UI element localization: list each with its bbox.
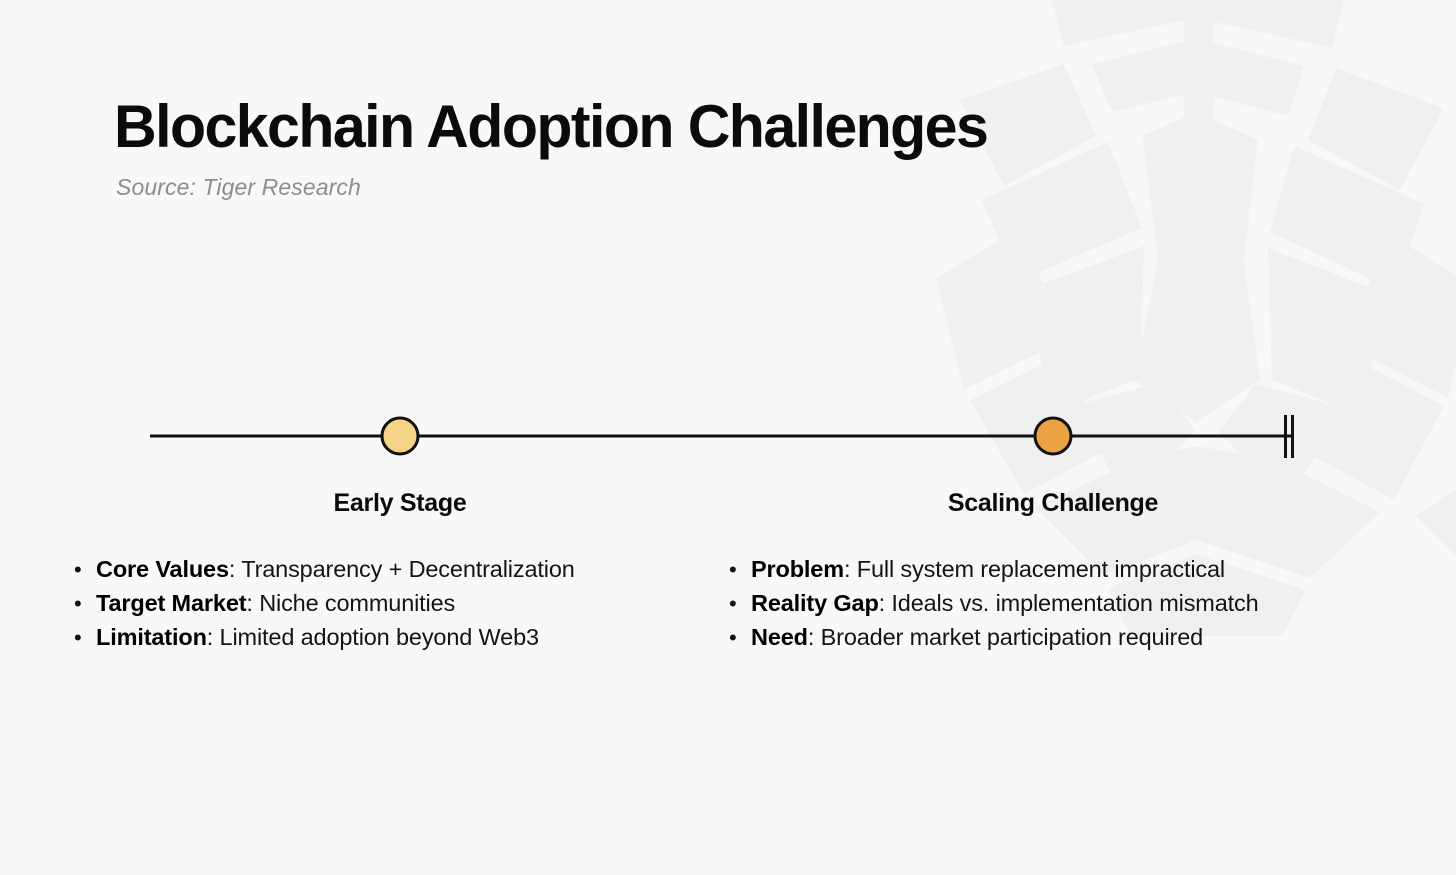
bullet-column-early-stage: • Core Values: Transparency + Decentrali… <box>74 556 575 658</box>
marker-scaling-challenge <box>1033 416 1073 456</box>
bullet-dot-icon: • <box>729 591 737 616</box>
bullet-text: Need: Broader market participation requi… <box>751 624 1203 650</box>
page-title: Blockchain Adoption Challenges <box>114 93 989 160</box>
bullet-detail: Broader market participation required <box>820 624 1204 650</box>
bullet-dot-icon: • <box>74 557 82 582</box>
bullet-detail: Niche communities <box>259 590 456 616</box>
bullet-term: Reality Gap <box>751 590 879 616</box>
bullet-separator: : <box>807 624 821 650</box>
list-item: • Problem: Full system replacement impra… <box>729 556 1259 583</box>
page-subtitle-source: Source: Tiger Research <box>116 174 361 201</box>
list-item: • Need: Broader market participation req… <box>729 624 1259 651</box>
bullet-term: Problem <box>751 556 844 582</box>
bullet-text: Reality Gap: Ideals vs. implementation m… <box>751 590 1259 616</box>
bullet-separator: : <box>246 590 260 616</box>
bullet-separator: : <box>206 624 220 650</box>
bullet-term: Target Market <box>96 590 247 616</box>
bullet-text: Limitation: Limited adoption beyond Web3 <box>96 624 539 650</box>
bullet-detail: Transparency + Decentralization <box>241 556 575 582</box>
bullet-text: Core Values: Transparency + Decentraliza… <box>96 556 575 582</box>
bullet-term: Core Values <box>96 556 229 582</box>
bullet-dot-icon: • <box>74 625 82 650</box>
marker-early-stage <box>380 416 420 456</box>
bullet-dot-icon: • <box>729 625 737 650</box>
bullet-detail: Limited adoption beyond Web3 <box>219 624 540 650</box>
bullet-dot-icon: • <box>729 557 737 582</box>
bullet-detail: Ideals vs. implementation mismatch <box>891 590 1259 616</box>
bullet-separator: : <box>228 556 242 582</box>
list-item: • Core Values: Transparency + Decentrali… <box>74 556 575 583</box>
bullet-separator: : <box>843 556 857 582</box>
bullet-term: Limitation <box>96 624 207 650</box>
list-item: • Limitation: Limited adoption beyond We… <box>74 624 575 651</box>
stage-label-scaling-challenge: Scaling Challenge <box>947 489 1159 517</box>
header: Blockchain Adoption Challenges Source: T… <box>114 93 1001 201</box>
bullet-text: Problem: Full system replacement impract… <box>751 556 1225 582</box>
bullet-detail: Full system replacement impractical <box>856 556 1225 582</box>
bullet-column-scaling-challenge: • Problem: Full system replacement impra… <box>729 556 1259 658</box>
bullet-dot-icon: • <box>74 591 82 616</box>
list-item: • Target Market: Niche communities <box>74 590 575 617</box>
bullet-separator: : <box>878 590 892 616</box>
stage-label-early-stage: Early Stage <box>333 489 467 517</box>
bullet-text: Target Market: Niche communities <box>96 590 455 616</box>
bullet-term: Need <box>751 624 808 650</box>
list-item: • Reality Gap: Ideals vs. implementation… <box>729 590 1259 617</box>
